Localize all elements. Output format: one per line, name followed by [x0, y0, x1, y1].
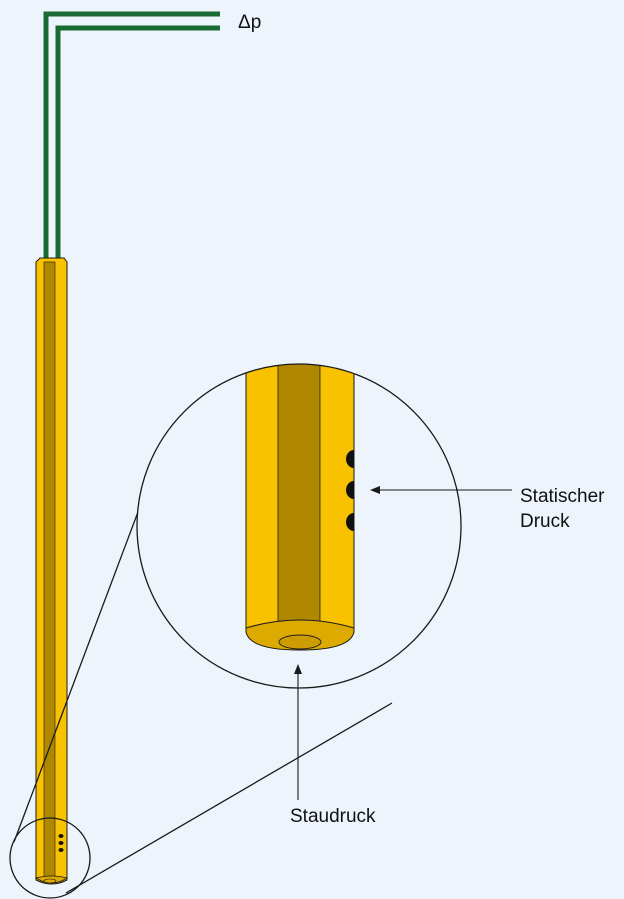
- static-hole-large-1: [346, 450, 354, 468]
- delta-p-label: Δp: [238, 12, 262, 33]
- static-holes-small: [58, 834, 64, 852]
- pressure-tubes: [43, 11, 220, 258]
- dynamic-pressure-arrowhead: [294, 664, 302, 674]
- magnified-probe-core: [277, 364, 321, 633]
- magnified-tip-hole: [278, 634, 322, 650]
- static-hole-large-2: [346, 481, 354, 499]
- static-pressure-arrowhead: [370, 486, 380, 494]
- probe-body: [34, 257, 68, 885]
- static-hole-small-3: [58, 848, 64, 852]
- zoom-line-upper: [13, 479, 151, 843]
- static-holes-large: [346, 450, 354, 531]
- inner-pressure-tube: [55, 25, 220, 258]
- static-pressure-label-line2: Druck: [520, 511, 570, 532]
- annotation-arrows: [294, 486, 512, 800]
- static-hole-small-1: [58, 834, 64, 838]
- magnified-probe: [245, 364, 355, 633]
- static-hole-small-2: [58, 841, 64, 845]
- detail-circle-small: [9, 817, 91, 899]
- dynamic-pressure-label: Staudruck: [290, 806, 376, 827]
- outer-pressure-tube: [43, 11, 220, 258]
- detail-circle-large: [136, 363, 462, 689]
- zoom-line-lower: [65, 702, 393, 894]
- zoom-lines: [13, 479, 393, 894]
- static-hole-large-3: [346, 513, 354, 531]
- static-pressure-label: Statischer Druck: [520, 484, 604, 534]
- probe-core: [43, 261, 56, 879]
- static-pressure-label-line1: Statischer: [520, 486, 605, 507]
- probe-tip-hole-small: [43, 878, 57, 884]
